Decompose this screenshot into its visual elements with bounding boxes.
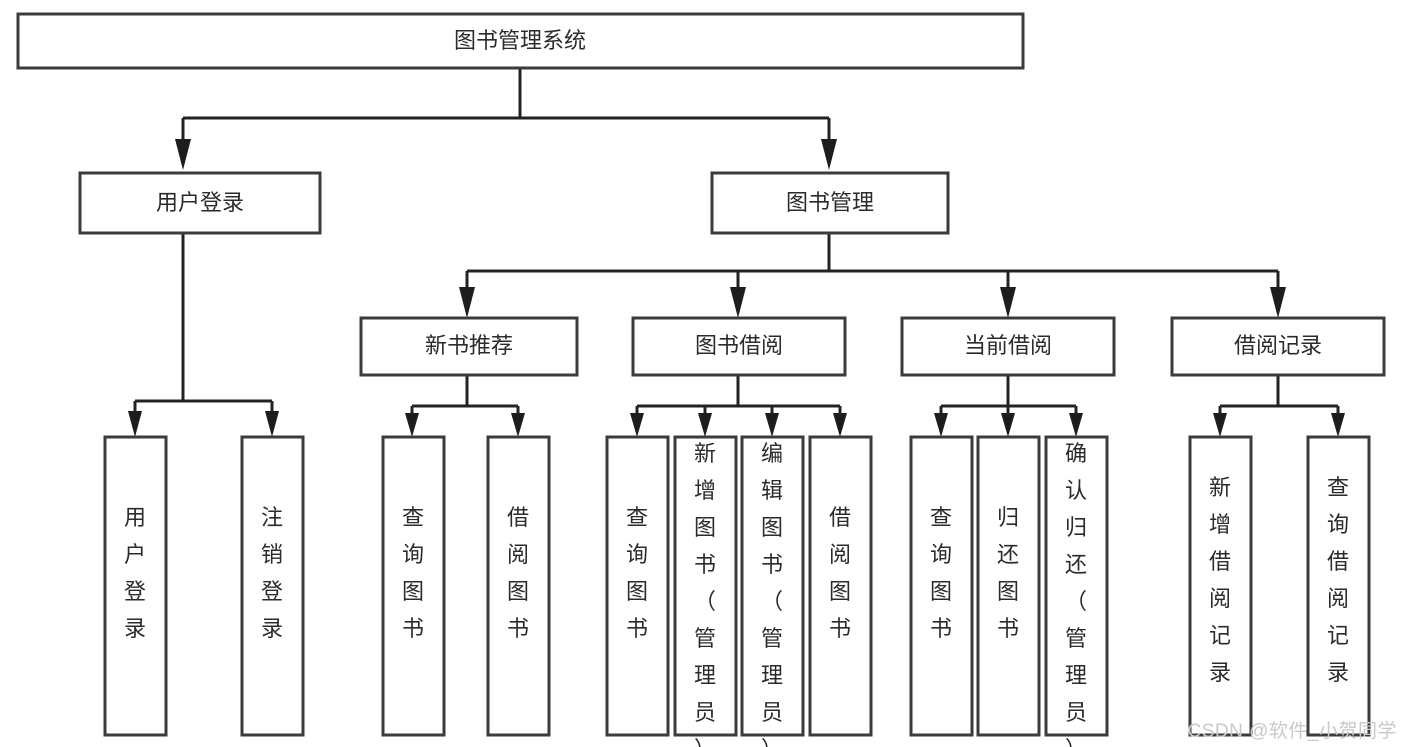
node-leaf-borrow-book-2[interactable]: 借阅图书	[808, 435, 873, 737]
node-leaf-return-book-label: 归还图书	[997, 505, 1019, 641]
node-leaf-borrow-book-1[interactable]: 借阅图书	[486, 435, 551, 737]
node-leaf-add-book[interactable]: 新增图书（管理员）	[673, 435, 738, 747]
node-book-manage-label: 图书管理	[786, 190, 874, 215]
node-borrow-record-box[interactable]	[1170, 316, 1386, 377]
arrow-head-leaf-borrow-book-2	[833, 413, 847, 437]
node-leaf-query-book-3-box[interactable]	[909, 435, 974, 737]
node-leaf-borrow-book-2-label: 借阅图书	[829, 505, 851, 641]
node-root-label: 图书管理系统	[454, 28, 586, 53]
node-leaf-borrow-book-1-box[interactable]	[486, 435, 551, 737]
node-book-borrow-box[interactable]	[631, 316, 847, 377]
node-current-borrow-label: 当前借阅	[964, 333, 1052, 358]
node-book-manage[interactable]: 图书管理	[710, 171, 950, 235]
node-leaf-edit-book[interactable]: 编辑图书（管理员）	[740, 435, 805, 747]
node-leaf-borrow-book-2-box[interactable]	[808, 435, 873, 737]
arrow-head-new-book-rec	[459, 287, 475, 318]
node-current-borrow[interactable]: 当前借阅	[900, 316, 1116, 377]
node-book-borrow-label: 图书借阅	[695, 333, 783, 358]
connector-group-current-borrow	[934, 375, 1083, 437]
node-leaf-query-book-3-label: 查询图书	[930, 505, 952, 641]
node-leaf-query-book-1-label: 查询图书	[402, 505, 424, 641]
arrow-head-leaf-query-book-1	[405, 413, 419, 437]
arrow-head-leaf-add-book	[698, 413, 712, 437]
node-new-book-rec-label: 新书推荐	[425, 333, 513, 358]
node-leaf-logout-box[interactable]	[240, 435, 305, 737]
arrow-head-leaf-return-book	[1001, 413, 1015, 437]
connector-group-book-manage	[459, 233, 1286, 318]
node-leaf-add-record[interactable]: 新增借阅记录	[1188, 435, 1253, 737]
node-current-borrow-box[interactable]	[900, 316, 1116, 377]
node-leaf-query-book-2-label: 查询图书	[626, 505, 648, 641]
arrow-head-leaf-edit-book	[765, 413, 779, 437]
node-leaf-add-book-label: 新增图书（管理员）	[694, 441, 716, 747]
node-borrow-record-label: 借阅记录	[1234, 333, 1322, 358]
node-leaf-edit-book-label: 编辑图书（管理员）	[761, 441, 783, 747]
arrow-head-book-manage	[821, 139, 837, 170]
node-leaf-query-book-1-box[interactable]	[381, 435, 446, 737]
connector-group-user-login	[128, 233, 279, 437]
arrow-head-borrow-record	[1270, 287, 1286, 318]
node-leaf-user-login-label: 用户登录	[124, 505, 146, 641]
node-leaf-add-book-box[interactable]	[673, 435, 738, 737]
node-leaf-query-book-2-box[interactable]	[605, 435, 670, 737]
node-user-login-label: 用户登录	[156, 190, 244, 215]
node-user-login[interactable]: 用户登录	[78, 171, 322, 235]
node-leaf-user-login[interactable]: 用户登录	[103, 435, 168, 737]
connector-group-new-book-rec	[405, 375, 525, 437]
arrow-head-current-borrow	[1000, 287, 1016, 318]
node-book-manage-box[interactable]	[710, 171, 950, 235]
node-leaf-borrow-book-1-label: 借阅图书	[507, 505, 529, 641]
node-borrow-record[interactable]: 借阅记录	[1170, 316, 1386, 377]
node-leaf-query-record[interactable]: 查询借阅记录	[1306, 435, 1371, 737]
node-leaf-confirm-return[interactable]: 确认归还（管理员）	[1044, 435, 1109, 747]
node-leaf-query-record-label: 查询借阅记录	[1327, 475, 1349, 685]
arrow-head-leaf-add-record	[1213, 413, 1227, 437]
node-leaf-logout[interactable]: 注销登录	[240, 435, 305, 737]
arrow-head-leaf-user-login	[128, 411, 142, 437]
arrow-head-leaf-confirm-return	[1069, 413, 1083, 437]
arrow-head-leaf-query-book-2	[630, 413, 644, 437]
arrow-head-leaf-query-book-3	[934, 413, 948, 437]
node-leaf-query-book-2[interactable]: 查询图书	[605, 435, 670, 737]
node-leaf-return-book[interactable]: 归还图书	[976, 435, 1041, 737]
arrow-head-user-login	[175, 139, 191, 170]
connector-group-root	[175, 68, 837, 170]
node-user-login-box[interactable]	[78, 171, 322, 235]
connector-group-borrow-record	[1213, 375, 1345, 437]
node-leaf-user-login-box[interactable]	[103, 435, 168, 737]
node-leaf-query-book-3[interactable]: 查询图书	[909, 435, 974, 737]
node-leaf-add-record-box[interactable]	[1188, 435, 1253, 737]
arrow-head-book-borrow	[730, 287, 746, 318]
node-leaf-query-book-1[interactable]: 查询图书	[381, 435, 446, 737]
node-new-book-rec-box[interactable]	[359, 316, 579, 377]
node-root[interactable]: 图书管理系统	[16, 12, 1025, 70]
node-leaf-confirm-return-box[interactable]	[1044, 435, 1109, 737]
node-leaf-edit-book-box[interactable]	[740, 435, 805, 737]
arrow-head-leaf-query-record	[1331, 413, 1345, 437]
node-leaf-confirm-return-label: 确认归还（管理员）	[1065, 441, 1087, 747]
node-leaf-query-record-box[interactable]	[1306, 435, 1371, 737]
node-leaf-logout-label: 注销登录	[261, 505, 283, 641]
arrow-head-leaf-logout	[265, 411, 279, 437]
node-root-box[interactable]	[16, 12, 1025, 70]
connector-group-book-borrow	[630, 375, 847, 437]
node-book-borrow[interactable]: 图书借阅	[631, 316, 847, 377]
node-leaf-return-book-box[interactable]	[976, 435, 1041, 737]
node-leaf-add-record-label: 新增借阅记录	[1209, 475, 1231, 685]
arrow-head-leaf-borrow-book-1	[511, 413, 525, 437]
node-new-book-rec[interactable]: 新书推荐	[359, 316, 579, 377]
